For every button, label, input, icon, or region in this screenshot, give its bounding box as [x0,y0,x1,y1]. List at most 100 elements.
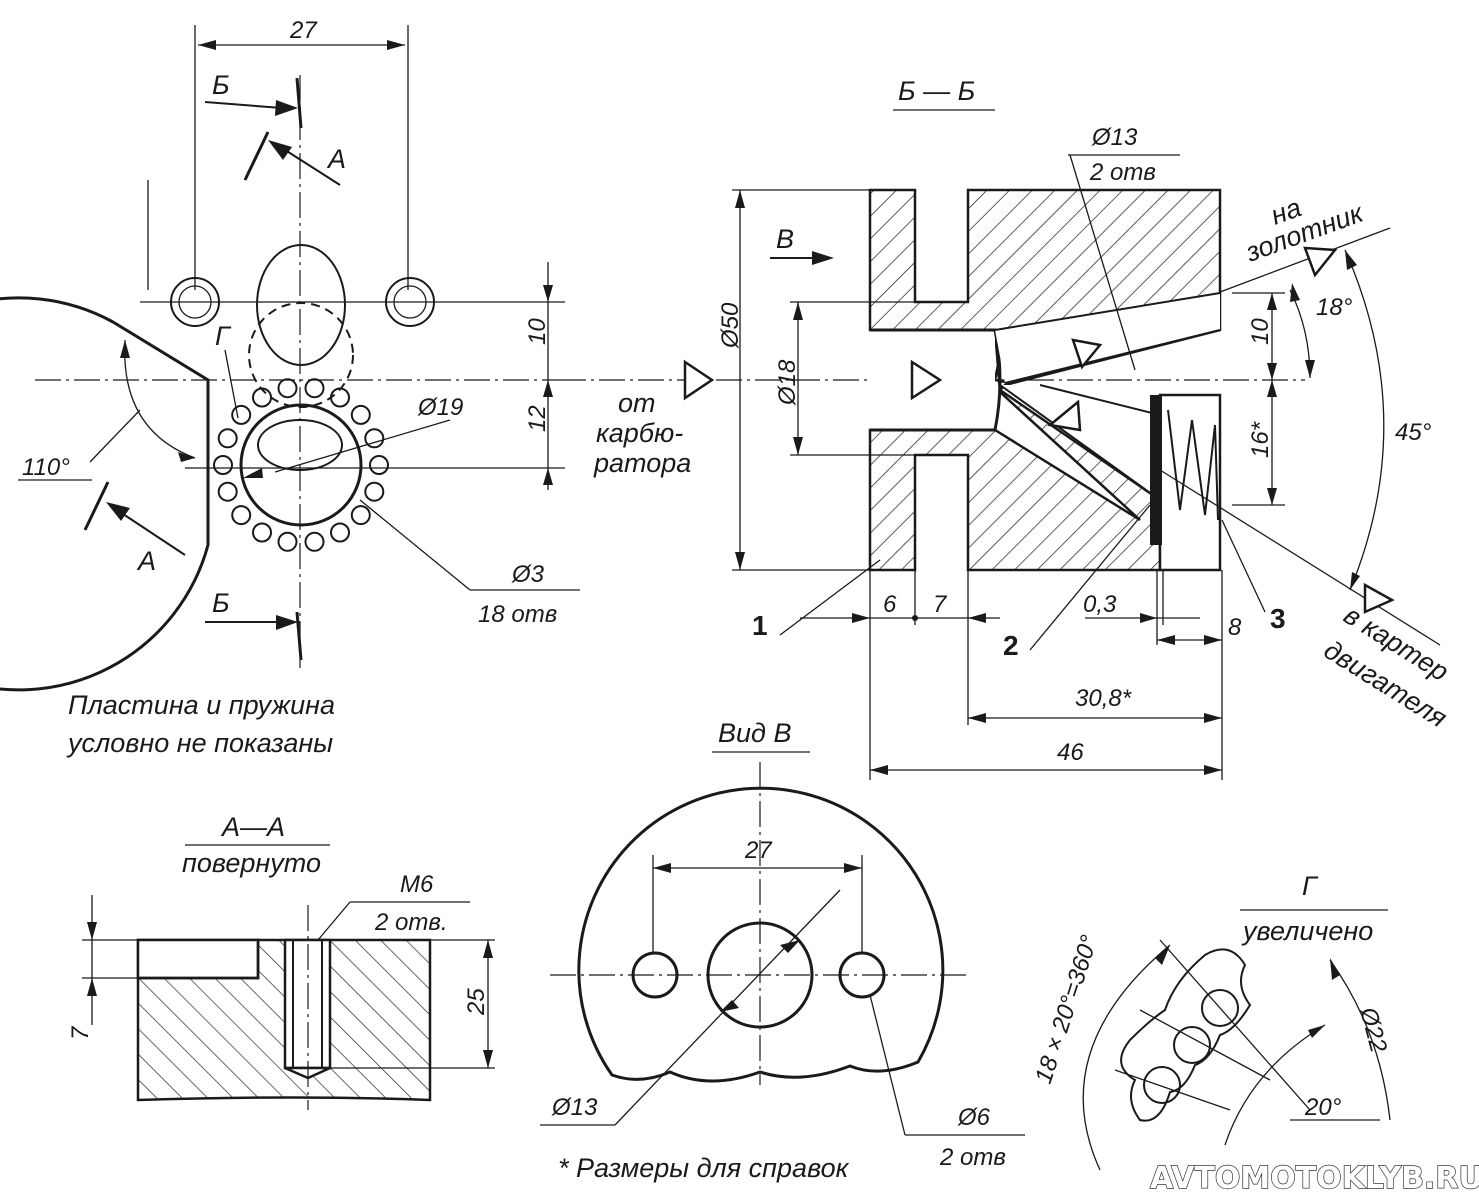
main-port [239,403,363,527]
ring-hole [304,378,325,399]
section-a-top-arrow [281,147,341,186]
section-aa-subtitle: повернуто [182,848,321,878]
thread-leader [317,901,351,941]
angle-20-arc [1224,1024,1326,1146]
detail-g-axis-3 [1114,1069,1231,1111]
detail-g-hole-1 [1201,989,1239,1027]
flow-arrow-lower [1047,399,1082,432]
angle-20-label: 20° [1304,1094,1342,1121]
dia-13-v-label: Ø13 [551,1094,598,1121]
item-2-leader [1029,504,1151,651]
ring-hole [350,505,371,526]
dia-22-label: Ø22 [1354,1004,1392,1056]
holes-18-label: 18 отв [478,601,557,628]
section-aa: А—А повернуто М6 2 отв. 7 25 [67,812,495,1110]
ring-hole [231,404,252,425]
flat-edge [112,321,209,381]
dim-6-label: 6 [883,591,897,618]
dia-3-leader [359,499,471,591]
mount-hole-right [385,277,435,327]
dia-50-label: Ø50 [717,302,744,349]
detail-g-ring-outline [1120,948,1252,1122]
view-v-center-hole [706,921,814,1029]
holes-2-section-label: 2 отв [1089,159,1156,186]
ring-hole [330,522,350,543]
dim-25-label: 25 [463,988,490,1016]
main-port-inner [257,419,343,471]
dia-19-label: Ø19 [417,394,463,421]
body-outline [0,296,210,692]
view-v: Вид В 27 Ø13 Ø6 2 отв * Размеры для спра… [540,718,1025,1183]
lower-channel-bottom [999,384,1161,501]
ring-hole [364,428,385,449]
detail-g-hole-2 [1173,1026,1211,1064]
view-v-right-hole [838,951,886,999]
item-2-number: 2 [1003,630,1019,661]
item-3-leader [1221,519,1266,613]
upper-channel-bottom [1004,329,1221,384]
view-v-title: Вид В [718,718,791,748]
angle-110-leader [89,409,141,463]
hidden-bore [248,302,354,408]
upper-oval-port [256,244,346,366]
dim-10-section: 10 [1247,318,1274,345]
spring [1167,409,1219,521]
section-bb: Б — Б на золотник в картер двигателя 18° [717,76,1454,780]
section-a-top-label: А [326,144,346,174]
ring-hole [217,428,238,449]
detail-g-hole-3 [1143,1066,1181,1104]
body-section-hatch [868,188,1222,572]
ring-hole [231,505,252,526]
dim-27-label: 27 [289,17,318,44]
dia-18-label: Ø18 [774,359,801,406]
inlet-flow-arrow [683,359,715,401]
upper-channel-top [994,292,1221,331]
section-aa-title: А—А [220,812,285,842]
section-b-top-label: Б [212,70,230,100]
thread-holes-label: 2 отв. [374,909,448,936]
item-1-leader [779,559,881,636]
section-b-bottom-line [295,611,303,661]
front-note-line1: Пластина и пружина [68,690,335,720]
mount-hole-right-inner [393,285,427,319]
valve-plate [1150,395,1162,545]
angle-110-arc [124,339,196,459]
ring-hole [213,455,233,475]
detail-g-subtitle: увеличено [1241,916,1373,946]
dim-19-leader [274,419,451,473]
watermark: AVTOMOTOKLYB.RU [1150,1161,1479,1196]
thread-label: М6 [400,871,434,898]
angle-18-label: 18° [1316,294,1353,321]
section-bb-title: Б — Б [898,76,975,106]
dim-03-label: 0,3 [1083,591,1117,618]
view-v-marker: В [776,224,794,254]
outlet-bottom-line [1159,469,1441,646]
section-b-top-line [295,77,303,129]
dim-10-label: 10 [524,318,551,345]
item-3-number: 3 [1270,603,1286,634]
section-a-bottom-label: А [136,546,156,576]
inlet-label-line2: карбю- [596,418,683,448]
dim-7-label: 7 [933,591,948,618]
detail-g-axis-2 [1139,1009,1271,1081]
ring-hole [252,387,272,408]
section-b-bottom-label: Б [212,588,230,618]
ring-hole [304,531,325,552]
item-1-number: 1 [752,610,768,641]
view-v-left-hole [631,951,679,999]
outlet-bottom-arrow [1363,582,1395,614]
dim-7-aa-label: 7 [67,1025,94,1040]
ring-hole [277,378,298,399]
ring-hole [369,455,389,475]
detail-g-marker: Г [215,321,232,351]
section-a-bottom-line [83,481,110,531]
ring-hole [277,531,298,552]
dia-13-section-label: Ø13 [1091,124,1138,151]
ring-hole [252,522,272,543]
dim-12-label: 12 [524,405,551,432]
pitch-label: 18 × 20°=360° [1030,932,1103,1087]
dia-13-leader [1069,154,1136,371]
dia-3-label: Ø3 [511,561,545,588]
dia-6-leader [869,994,906,1136]
ring-hole [217,481,238,502]
